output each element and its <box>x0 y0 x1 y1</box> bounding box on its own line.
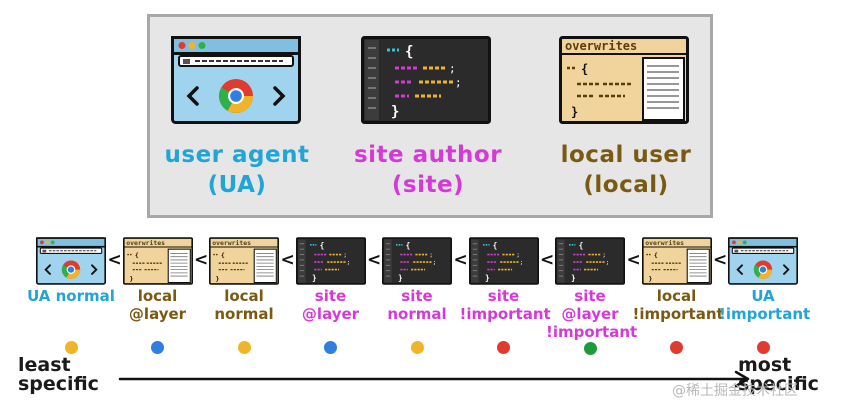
browser-icon <box>36 237 106 285</box>
svg-text:overwrites: overwrites <box>565 39 637 53</box>
code-editor-icon: { ; ; } <box>555 237 625 285</box>
svg-text:{: { <box>134 251 138 259</box>
svg-text:{: { <box>581 62 588 76</box>
origin-label: local user (local) <box>560 142 692 198</box>
specificity-dot <box>583 342 597 355</box>
specificity-dot <box>670 341 683 354</box>
code-editor-icon: { ; ; } <box>382 237 452 285</box>
browser-icon <box>170 36 302 124</box>
cascade-label: site !important <box>459 287 551 323</box>
svg-text:}: } <box>215 274 219 282</box>
svg-text:overwrites: overwrites <box>126 239 165 247</box>
specificity-arrow <box>118 370 750 388</box>
watermark: @稀土掘金技术社区 <box>672 383 798 399</box>
svg-text:{: { <box>653 251 657 259</box>
svg-text:;: ; <box>433 260 437 266</box>
specificity-dot <box>64 341 78 354</box>
less-than-separator: < <box>540 250 555 270</box>
less-than-separator: < <box>107 250 122 270</box>
cascade-label: local @layer <box>128 287 187 323</box>
specificity-dot <box>756 341 770 354</box>
svg-text:{: { <box>579 241 584 250</box>
less-than-separator: < <box>626 250 641 270</box>
svg-text:;: ; <box>346 260 350 266</box>
svg-text:;: ; <box>519 260 523 266</box>
svg-text:}: } <box>391 104 399 120</box>
svg-text:;: ; <box>449 62 456 75</box>
axis-end-label: most specific <box>738 354 819 395</box>
svg-text:}: } <box>571 105 578 119</box>
svg-text:}: } <box>312 273 317 282</box>
code-editor-icon: { ; ; } <box>468 237 539 285</box>
svg-text:;: ; <box>602 253 606 259</box>
specificity-dot <box>324 341 337 354</box>
less-than-separator: < <box>367 250 382 270</box>
cascade-label: site @layer <box>301 287 360 323</box>
svg-text:{: { <box>492 241 497 250</box>
cascade-label: local !important <box>632 287 724 323</box>
svg-text:;: ; <box>343 253 347 259</box>
less-than-separator: < <box>280 250 295 270</box>
cascade-label: UA !important <box>719 287 811 323</box>
svg-text:}: } <box>571 273 576 282</box>
specificity-dot <box>410 341 424 354</box>
svg-text:}: } <box>648 274 652 282</box>
svg-text:{: { <box>406 241 411 250</box>
cascade-label: site @layer !important <box>546 287 638 341</box>
origin-label: user agent (UA) <box>164 142 310 198</box>
svg-text:}: } <box>398 273 403 282</box>
code-editor-icon: { ; ; } <box>295 237 366 285</box>
specificity-dot <box>497 341 510 354</box>
svg-text:;: ; <box>429 253 433 259</box>
cascade-label: site normal <box>387 287 447 323</box>
svg-text:overwrites: overwrites <box>645 239 684 247</box>
axis-start-label: least specific <box>18 354 99 395</box>
overwrites-note-icon: overwrites { } <box>122 237 193 285</box>
svg-text:{: { <box>319 241 324 250</box>
svg-text:;: ; <box>455 76 462 89</box>
overwrites-note-icon: overwrites { } <box>558 36 690 124</box>
specificity-dot <box>151 341 164 354</box>
cascade-label: local normal <box>214 287 274 323</box>
origin-label: site author (site) <box>353 142 503 198</box>
code-editor-icon: { ; ; } <box>360 36 492 124</box>
less-than-separator: < <box>453 250 468 270</box>
svg-text:{: { <box>221 251 225 259</box>
less-than-separator: < <box>194 250 209 270</box>
cascade-label: UA normal <box>27 287 115 305</box>
svg-text:;: ; <box>606 260 610 266</box>
overwrites-note-icon: overwrites { } <box>209 237 279 285</box>
svg-text:;: ; <box>516 253 520 259</box>
svg-text:overwrites: overwrites <box>212 239 251 247</box>
specificity-dot <box>237 341 251 354</box>
svg-text:}: } <box>129 274 133 282</box>
overwrites-note-icon: overwrites { } <box>641 237 712 285</box>
svg-text:{: { <box>405 44 413 60</box>
browser-icon <box>728 237 798 285</box>
svg-text:}: } <box>485 273 490 282</box>
less-than-separator: < <box>713 250 728 270</box>
